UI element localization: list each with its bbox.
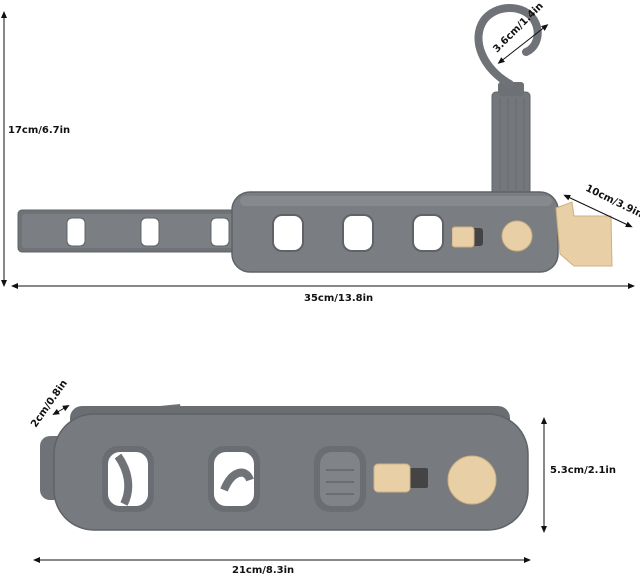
- extended-back-arm: [17, 209, 254, 253]
- depth-dimension-line: [52, 405, 70, 415]
- tab-dimension-line: [563, 194, 633, 228]
- height-label: 17cm/6.7in: [8, 125, 71, 136]
- width-label: 5.3cm/2.1in: [550, 465, 616, 476]
- extended-front-arm: [231, 191, 559, 273]
- full-length-label: 35cm/13.8in: [304, 293, 374, 304]
- hook-post: [491, 82, 531, 197]
- folded-hanger: [40, 404, 529, 531]
- folded-length-label: 21cm/8.3in: [232, 565, 295, 576]
- beige-tab: [555, 201, 613, 267]
- hook-dimension-line: [497, 24, 549, 64]
